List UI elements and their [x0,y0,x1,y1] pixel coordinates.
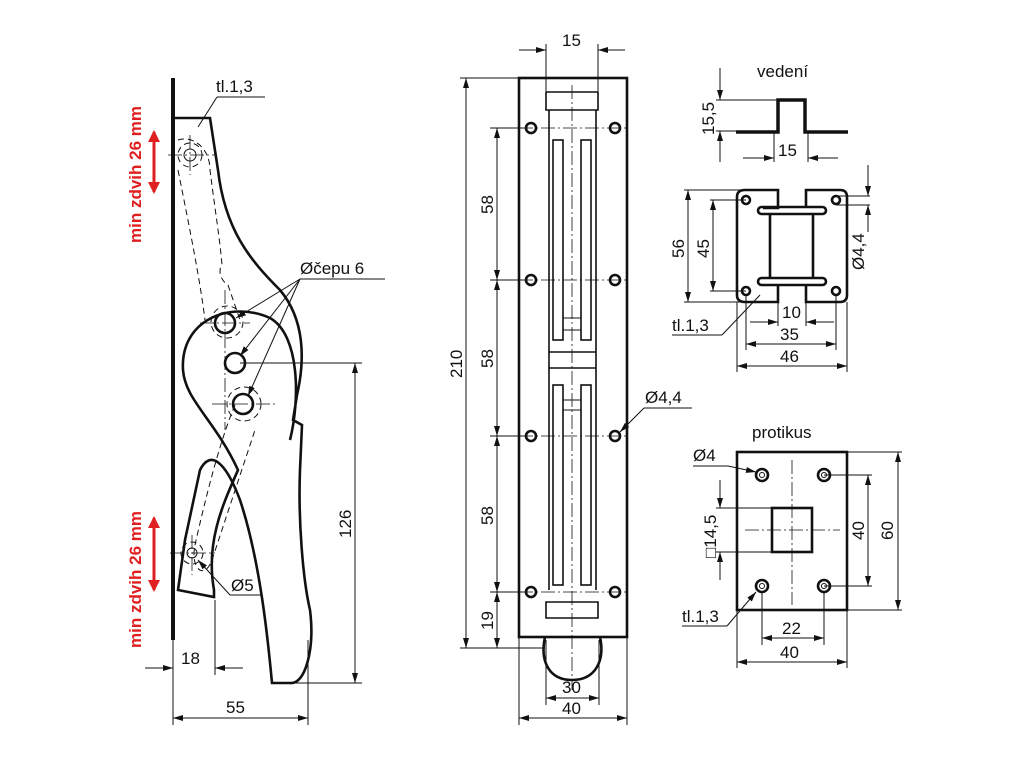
pin-diameter-label: Øčepu 6 [300,259,364,278]
dim-bottom-19: 19 [478,611,497,630]
counterpart-thickness-label: tl.1,3 [682,607,719,626]
guide-profile [736,98,848,134]
counterpart-dim-22: 22 [782,619,801,638]
latch-tongue [542,636,603,682]
lever-hidden-arm-lower [193,404,256,572]
stroke-annotation-top: min zdvih 26 mm [126,106,145,243]
counterpart-dim-40-horizontal: 40 [780,643,799,662]
counterpart-hole-label: Ø4 [693,446,716,465]
base-plate-view: 15 210 58 58 58 19 30 40 Ø4,4 [447,31,692,725]
base-plate-outline [517,76,629,639]
lever-hidden-arm [177,138,241,321]
guide-view: vedení 15,5 15 56 45 Ø4,4 tl.1,3 10 35 4… [669,62,871,372]
guide-thickness-label: tl.1,3 [672,316,709,335]
counterpart-view: protikus Ø4 □14,5 40 60 tl.1,3 22 40 [682,423,902,668]
dim-top-15: 15 [562,31,581,50]
guide-width-dim: 15 [778,141,797,160]
guide-dim-10: 10 [782,303,801,322]
guide-dim-56: 56 [669,239,688,258]
guide-dim-45: 45 [694,239,713,258]
dim-pitch-1: 58 [478,195,497,214]
guide-dim-46: 46 [780,347,799,366]
counterpart-dim-60: 60 [878,521,897,540]
guide-dim-35: 35 [780,325,799,344]
dim-55: 55 [226,698,245,717]
dim-126: 126 [336,510,355,538]
lever-outline [175,116,313,685]
guide-height-dim: 15,5 [699,102,718,135]
dim-30: 30 [562,678,581,697]
square-hole-label: □14,5 [701,515,720,558]
stroke-annotation-bottom: min zdvih 26 mm [126,511,145,648]
lever-thickness-label: tl.1,3 [216,77,253,96]
counterpart-title: protikus [752,423,812,442]
mounting-holes [524,121,622,599]
counterpart-dim-40-vertical: 40 [849,521,868,540]
lever-view: tl.1,3 Øčepu 6 Ø5 18 55 126 min zdvih 26… [126,77,385,725]
hole-diameter-label: Ø5 [231,576,254,595]
guide-hole-label: Ø4,4 [849,233,868,270]
dim-210: 210 [447,350,466,378]
dim-18: 18 [181,649,200,668]
base-hole-label: Ø4,4 [645,388,682,407]
counterpart-outline [735,450,849,612]
dim-pitch-3: 58 [478,506,497,525]
dim-40: 40 [562,699,581,718]
guide-title: vedení [757,62,808,81]
counterpart-holes [754,467,832,594]
dim-pitch-2: 58 [478,349,497,368]
